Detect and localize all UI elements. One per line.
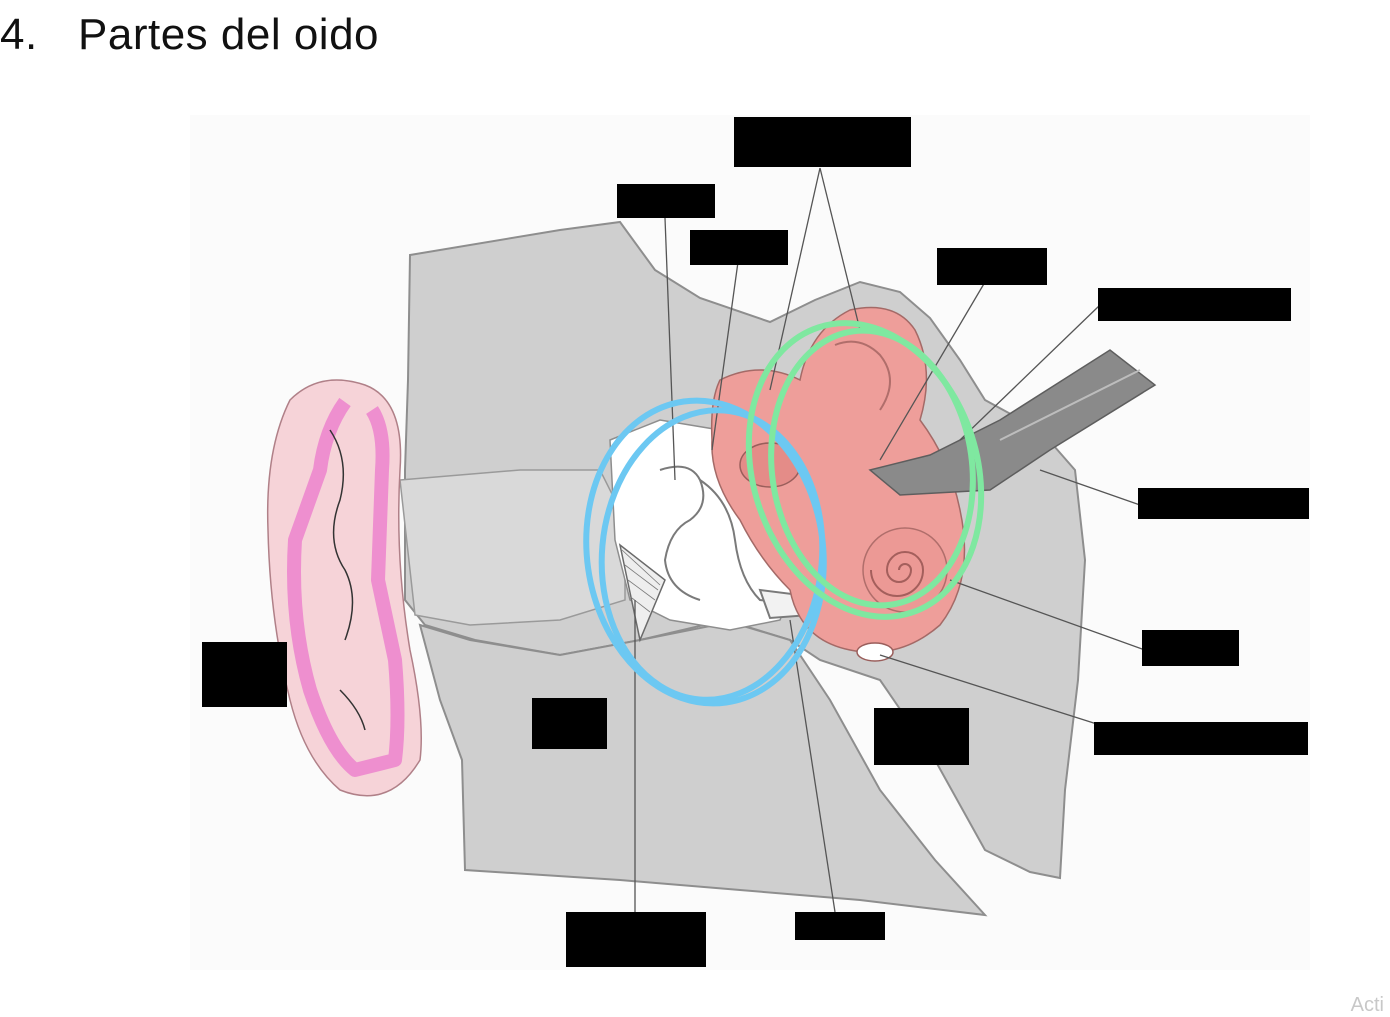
redacted-label [1098, 288, 1291, 321]
middle-ear-highlight [583, 397, 827, 707]
redacted-label [1138, 488, 1309, 519]
redacted-labels [202, 117, 1309, 967]
page-title: 4. Partes del oido [0, 10, 379, 60]
heading-title: Partes del oido [78, 10, 380, 59]
redacted-label [1142, 630, 1239, 666]
redacted-label [532, 698, 607, 749]
outer-ear [266, 379, 422, 797]
redacted-label [874, 708, 969, 765]
auditory-nerve [868, 349, 1157, 496]
redacted-label [734, 117, 911, 167]
redacted-label [1094, 722, 1308, 755]
redacted-label [795, 912, 885, 940]
redacted-label [937, 248, 1047, 285]
ear-canal [399, 469, 626, 626]
heading-number: 4. [0, 10, 38, 59]
nerve-stripe [999, 369, 1141, 441]
inner-ear [710, 306, 966, 662]
inner-ear-highlight [745, 320, 985, 620]
eardrum-icon [618, 543, 666, 643]
redacted-label [202, 642, 287, 707]
watermark-text: Acti [1350, 994, 1384, 1016]
redacted-label [690, 230, 788, 265]
redacted-label [617, 184, 715, 218]
redacted-label [566, 912, 706, 967]
